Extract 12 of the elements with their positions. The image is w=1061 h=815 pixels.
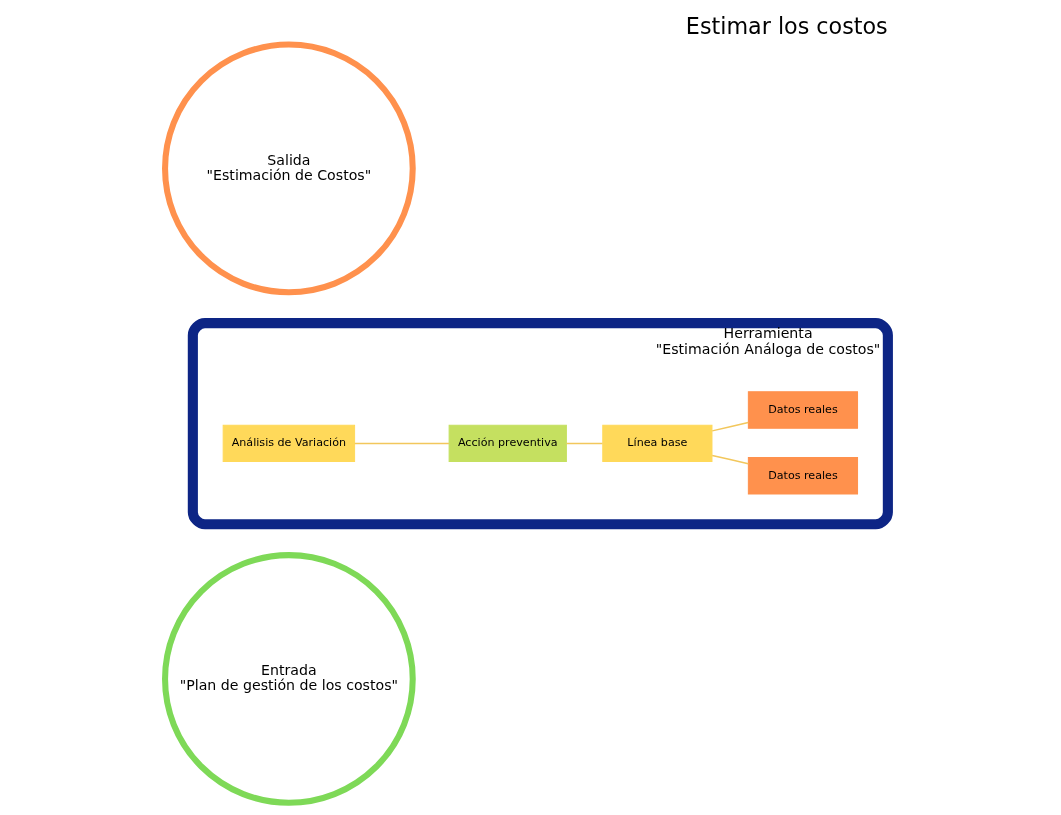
node-circle: Salida "Estimación de Costos" [162, 41, 416, 296]
node-box: Acción preventiva [448, 424, 567, 463]
connector [711, 454, 749, 465]
connector [353, 442, 450, 445]
diagram-title: Estimar los costos [685, 13, 888, 40]
node-box: Línea base [602, 424, 713, 463]
connector [565, 442, 604, 445]
node-box: Datos reales [747, 457, 859, 495]
node-circle: Entrada "Plan de gestión de los costos" [162, 552, 416, 806]
node-box: Datos reales [747, 391, 859, 429]
node-box: Análisis de Variación [222, 424, 356, 463]
connector [711, 421, 749, 432]
